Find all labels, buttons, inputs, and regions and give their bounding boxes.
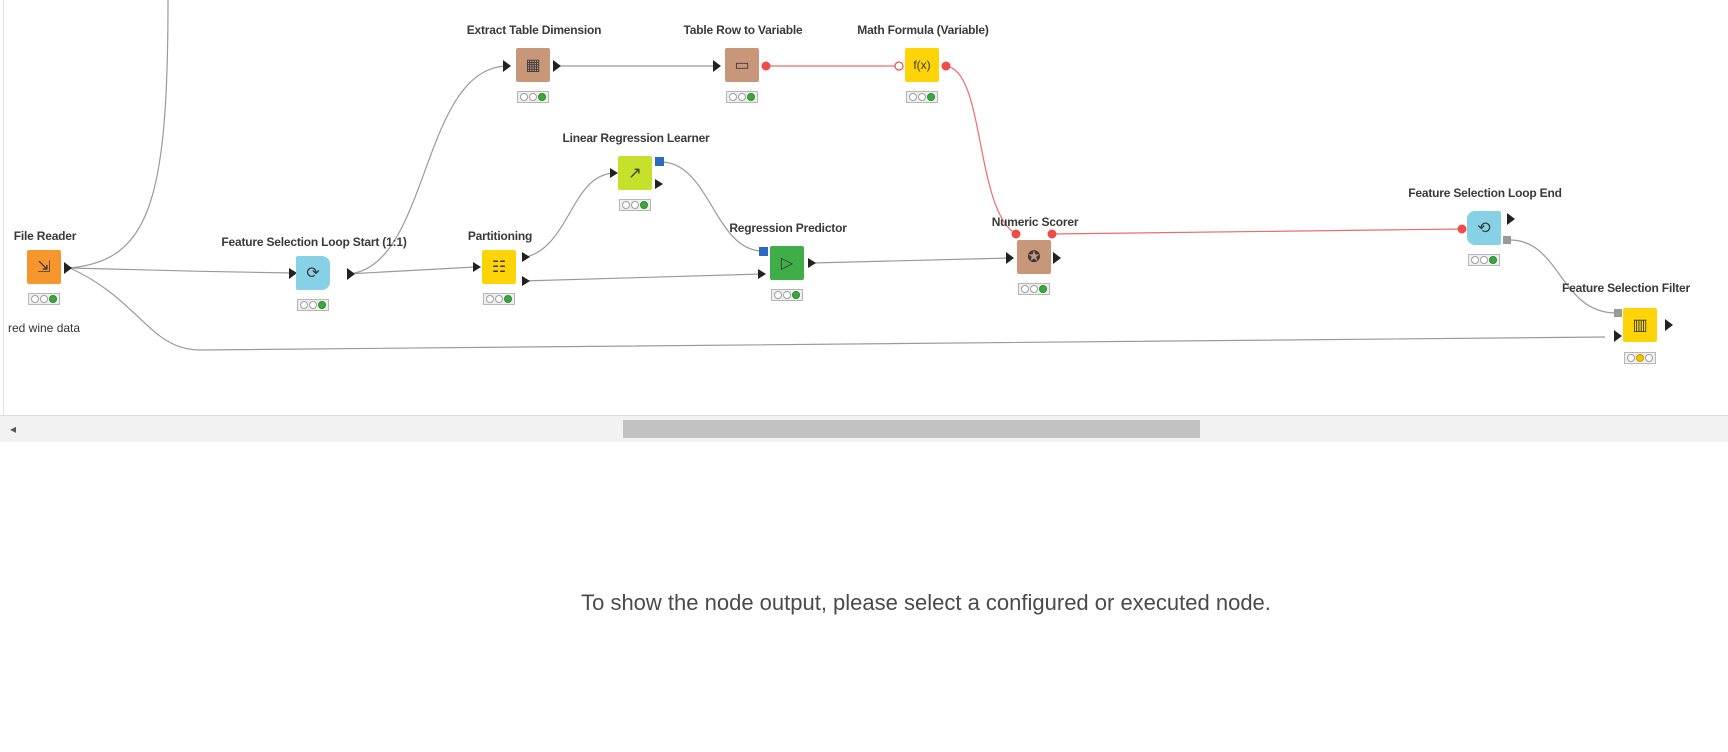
model-port (759, 247, 768, 256)
variable-port (941, 61, 951, 71)
loop-end-icon[interactable]: ⟲ (1467, 211, 1501, 245)
node-label: Feature Selection Loop End (1408, 186, 1562, 200)
empty-output-message: To show the node output, please select a… (581, 590, 1271, 615)
output-port (347, 268, 355, 280)
regression-chart-icon[interactable]: ↗ (618, 156, 652, 190)
input-port (1006, 252, 1014, 264)
scroll-thumb[interactable] (623, 420, 1200, 438)
input-port (503, 60, 511, 72)
node-annotation: red wine data (8, 321, 81, 335)
node-label: Linear Regression Learner (562, 131, 710, 145)
output-port (655, 179, 663, 189)
node-label: Math Formula (Variable) (857, 23, 989, 37)
output-port (64, 262, 72, 274)
filter-icon[interactable]: ▥ (1623, 308, 1657, 342)
variable-port (1457, 224, 1467, 234)
input-port (1614, 330, 1622, 342)
connection-line (521, 172, 615, 259)
output-port (522, 276, 530, 286)
node-label: Feature Selection Filter (1562, 281, 1690, 295)
file-import-icon[interactable]: ⇲ (27, 250, 61, 284)
connection-line (67, 0, 169, 269)
math-formula-icon[interactable]: f(x) (905, 48, 939, 82)
input-port (610, 168, 618, 178)
node-label: File Reader (13, 229, 77, 243)
variable-connection (945, 65, 1017, 235)
table-dimension-icon[interactable]: ▦ (516, 48, 550, 82)
node-status (906, 91, 938, 103)
node-label: Regression Predictor (729, 221, 847, 235)
connection-line (811, 257, 1011, 264)
node-status (28, 293, 60, 305)
canvas-left-border (3, 0, 4, 415)
node-status (517, 91, 549, 103)
output-port (522, 252, 530, 262)
output-port (1665, 319, 1673, 331)
node-label: Numeric Scorer (991, 215, 1079, 229)
connection-line (69, 267, 1606, 351)
connection-line (521, 273, 763, 282)
output-port (553, 60, 561, 72)
node-label: Feature Selection Loop Start (1:1) (221, 235, 407, 249)
node-status (483, 293, 515, 305)
status-light (30, 295, 39, 303)
output-port (808, 258, 816, 268)
connection-line (662, 161, 763, 252)
row-to-variable-icon[interactable]: ▭ (725, 48, 759, 82)
loop-start-icon[interactable]: ⟳ (296, 256, 330, 290)
connection-line (346, 65, 508, 275)
node-output-panel: To show the node output, please select a… (0, 442, 1728, 752)
input-port (713, 60, 721, 72)
output-port (1053, 252, 1061, 264)
node-status (726, 91, 758, 103)
node-status (619, 199, 651, 211)
variable-port (761, 61, 771, 71)
input-port (289, 268, 297, 279)
node-status (297, 299, 329, 311)
node-label: Extract Table Dimension (466, 23, 602, 37)
connection-line (1509, 239, 1616, 314)
node-status (1624, 352, 1656, 364)
output-port (1503, 236, 1511, 244)
predictor-icon[interactable]: ▷ (770, 246, 804, 280)
partition-icon[interactable]: ☷ (482, 250, 516, 284)
connection-line (346, 266, 476, 275)
node-label: Table Row to Variable (683, 23, 803, 37)
model-port (655, 157, 664, 166)
node-status (771, 289, 803, 301)
horizontal-scrollbar[interactable]: ◂ (0, 415, 1728, 443)
variable-port (894, 61, 904, 71)
status-light (49, 295, 58, 303)
output-port (1507, 213, 1515, 225)
node-label: Partitioning (467, 229, 533, 243)
input-port (1614, 309, 1622, 317)
scroll-left-icon[interactable]: ◂ (10, 422, 17, 436)
variable-port (1047, 229, 1057, 239)
connections-layer (64, 0, 1673, 351)
status-light (39, 295, 48, 303)
input-port (758, 269, 766, 279)
scorer-icon[interactable]: ✪ (1017, 240, 1051, 274)
node-status (1018, 283, 1050, 295)
variable-connection (1051, 228, 1463, 235)
connection-line (69, 267, 294, 274)
node-status (1468, 254, 1500, 266)
variable-port (1011, 229, 1021, 239)
input-port (473, 262, 481, 272)
workflow-canvas[interactable]: File Reader ⇲ red wine data Feature Sele… (0, 0, 1728, 415)
